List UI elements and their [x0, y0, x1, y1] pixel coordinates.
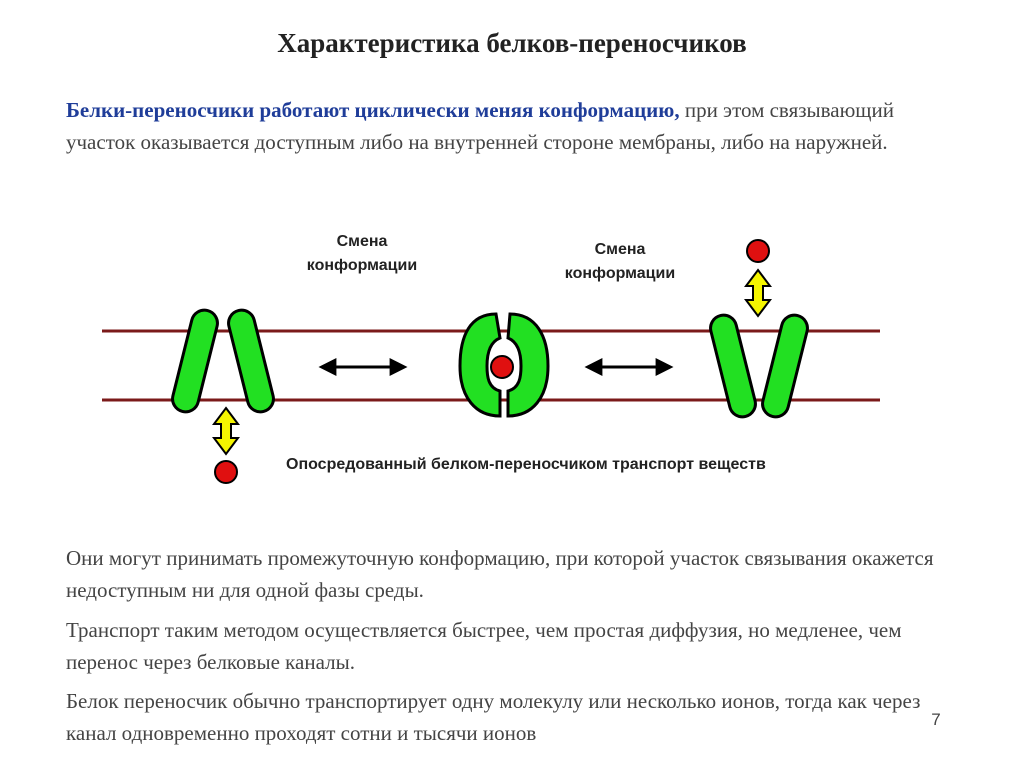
protein-occluded — [458, 312, 550, 418]
molecule-bound — [490, 355, 514, 379]
page-number: 7 — [931, 710, 941, 729]
yellow-transfer-arrow-left — [212, 406, 240, 456]
protein-open-inside — [171, 308, 275, 414]
conformation-change-label-right: Смена конформации — [564, 241, 676, 282]
intro-rest: при этом связывающий участок оказывается… — [66, 98, 894, 154]
protein-open-outside — [709, 313, 809, 419]
diagram-caption: Опосредованный белком-переносчиком транс… — [286, 456, 766, 473]
slide-title: Характеристика белков-переносчиков — [277, 28, 747, 58]
paragraph-speed: Транспорт таким методом осуществляется б… — [66, 618, 902, 674]
intro-highlight: Белки-переносчики работают циклически ме… — [66, 98, 680, 122]
yellow-transfer-arrow-right — [744, 268, 772, 318]
molecule-inside — [214, 460, 238, 484]
conformation-change-label-left: Смена конформации — [306, 233, 418, 274]
paragraph-intermediate: Они могут принимать промежуточную конфор… — [66, 546, 934, 602]
molecule-outside — [746, 239, 770, 263]
paragraph-capacity: Белок переносчик обычно транспортирует о… — [66, 689, 921, 745]
intro-text: Белки-переносчики работают циклически ме… — [66, 94, 946, 158]
